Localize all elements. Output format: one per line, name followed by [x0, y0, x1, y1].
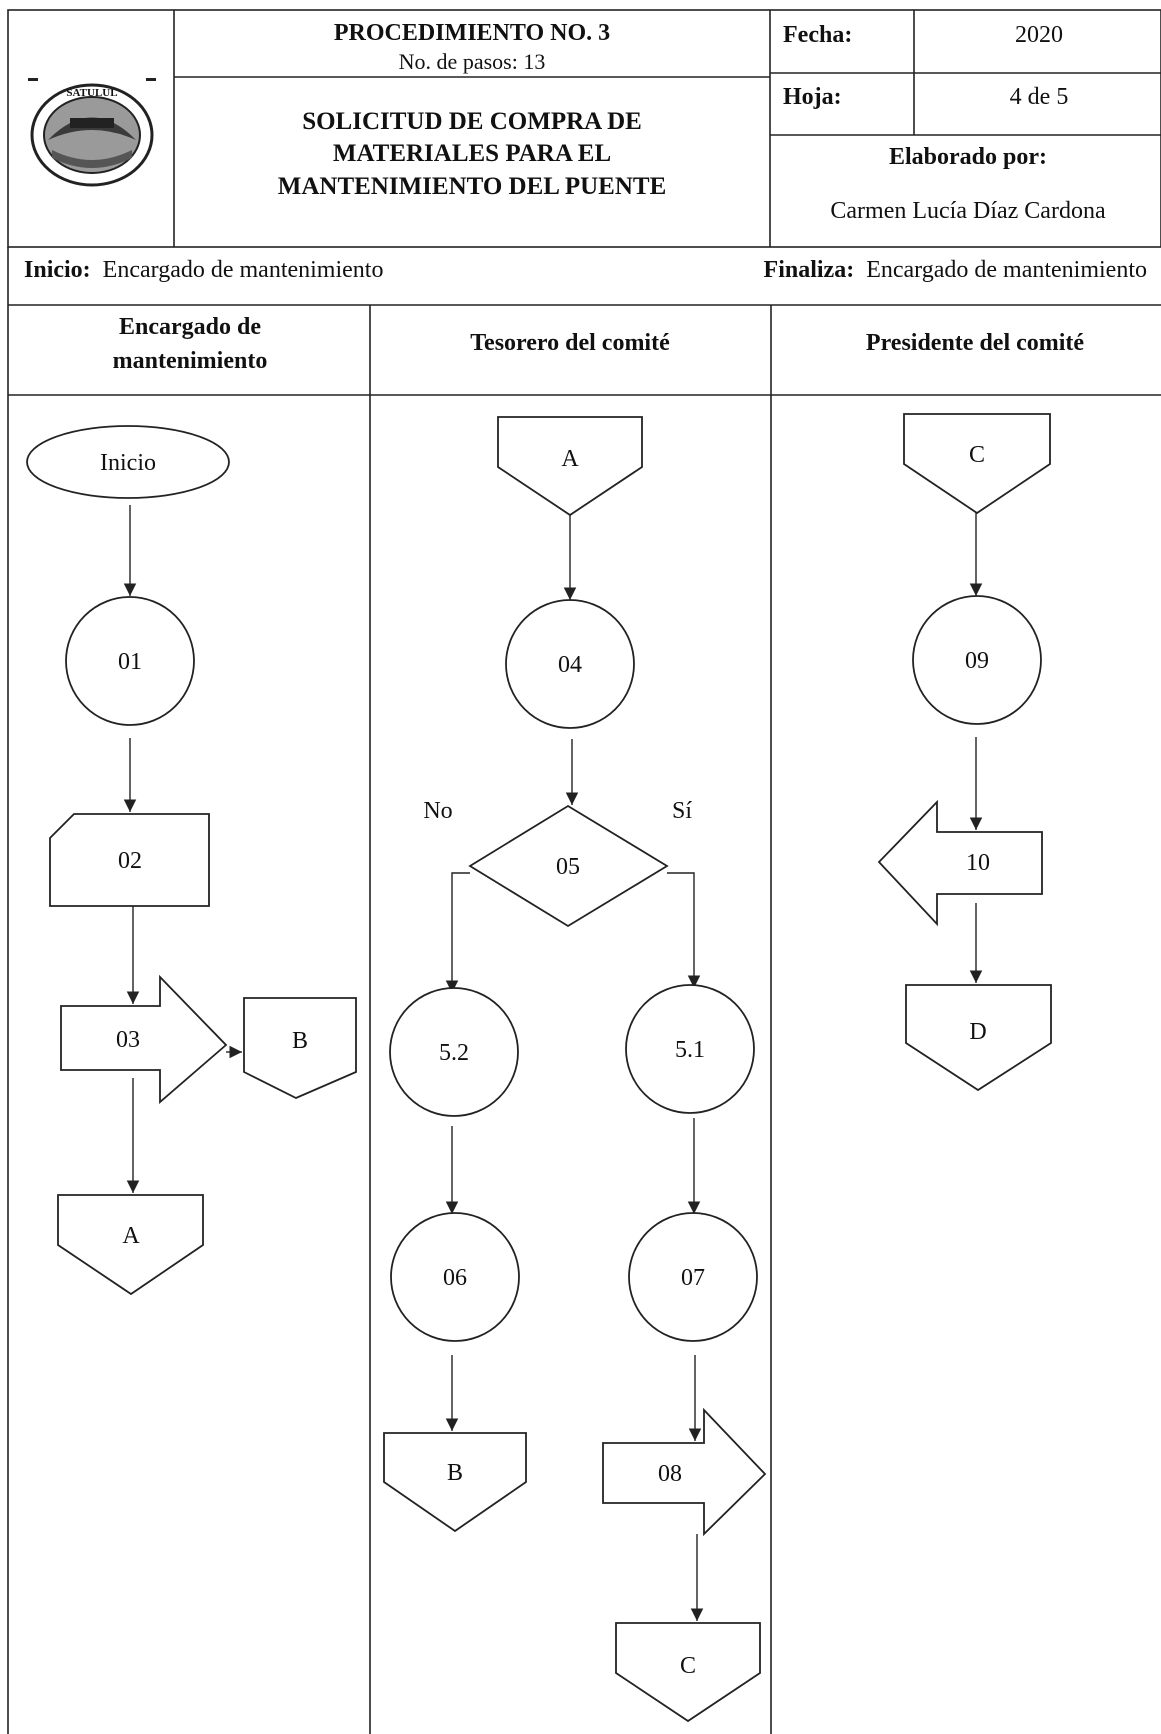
procedure-title: PROCEDIMIENTO NO. 3 — [334, 20, 610, 46]
step-06-label: 06 — [443, 1265, 467, 1291]
decision-05-label: 05 — [556, 854, 580, 880]
step-01-node — [65, 596, 195, 726]
decision-yes-label: Sí — [672, 798, 692, 824]
decision-05-diamond — [468, 804, 669, 928]
connector-b-outgoing-treasurer-label: B — [447, 1460, 463, 1486]
lane-title-treasurer: Tesorero del comité — [470, 330, 670, 356]
step-06-node — [390, 1212, 520, 1342]
connector-c-incoming-label: C — [969, 442, 985, 468]
step-09-node — [912, 595, 1042, 725]
scope-end-label: Finaliza: — [764, 257, 855, 283]
step-10-label: 10 — [966, 850, 990, 876]
header-table — [7, 9, 1161, 248]
step-03-label: 03 — [116, 1027, 140, 1053]
connector-c-outgoing — [615, 1622, 761, 1723]
scope-row — [7, 247, 1161, 306]
swimlane-grid — [7, 305, 1161, 1734]
step-07-label: 07 — [681, 1265, 705, 1291]
connector-c-outgoing-label: C — [680, 1653, 696, 1679]
lane-treasurer: A 04 05 No Sí 5.2 5.1 06 07 B 08 C — [383, 416, 767, 1723]
connector-a-outgoing — [57, 1194, 204, 1296]
start-terminal-label: Inicio — [100, 450, 156, 476]
step-5-1-node — [625, 984, 755, 1114]
connector-a-outgoing-label: A — [122, 1223, 140, 1249]
step-10-transfer-arrow — [877, 799, 1043, 927]
connector-d-outgoing — [905, 984, 1052, 1092]
procedure-subject-line3: MANTENIMIENTO DEL PUENTE — [278, 173, 667, 200]
decision-no-label: No — [423, 798, 452, 824]
logo-text: SATULUL — [66, 87, 117, 99]
lane-maintenance: Inicio 01 02 03 B A — [26, 425, 357, 1296]
scope-start-value: Encargado de mantenimiento — [103, 257, 384, 283]
date-label: Fecha: — [783, 22, 852, 48]
organization-logo: SATULUL — [28, 78, 156, 187]
connector-a-incoming-label: A — [561, 446, 579, 472]
step-03-transfer-arrow — [60, 974, 228, 1104]
lane-president: C 09 10 D — [877, 413, 1052, 1092]
connector-b-outgoing-label: B — [292, 1028, 308, 1054]
step-02-document-shape — [49, 813, 210, 907]
lane-title-maintenance-line2: mantenimiento — [113, 348, 268, 374]
connector-c-incoming — [903, 413, 1051, 515]
step-02-label: 02 — [118, 848, 142, 874]
step-08-transfer-arrow — [602, 1407, 767, 1537]
step-01-label: 01 — [118, 649, 142, 675]
step-5-2-label: 5.2 — [439, 1040, 469, 1066]
author-label: Elaborado por: — [889, 144, 1047, 170]
step-09-label: 09 — [965, 648, 989, 674]
connector-b-outgoing-treasurer — [383, 1432, 527, 1533]
scope-end: Finaliza: Encargado de mantenimiento — [764, 257, 1147, 283]
procedure-subject-line2: MATERIALES PARA EL — [333, 140, 611, 167]
start-terminal — [26, 425, 230, 499]
scope-start: Inicio: Encargado de mantenimiento — [24, 257, 383, 283]
scope-end-value: Encargado de mantenimiento — [866, 257, 1147, 283]
procedure-subject-line1: SOLICITUD DE COMPRA DE — [302, 108, 642, 135]
sheet-label: Hoja: — [783, 84, 842, 110]
step-07-node — [628, 1212, 758, 1342]
author-name: Carmen Lucía Díaz Cardona — [830, 198, 1106, 224]
step-04-node — [505, 599, 635, 729]
connector-a-incoming — [497, 416, 643, 517]
scope-start-label: Inicio: — [24, 257, 91, 283]
lane-title-president: Presidente del comité — [866, 330, 1085, 356]
step-08-label: 08 — [658, 1461, 682, 1487]
step-5-2-node — [389, 987, 519, 1117]
step-5-1-label: 5.1 — [675, 1037, 705, 1063]
date-value: 2020 — [1015, 22, 1063, 48]
lane-title-maintenance-line1: Encargado de — [119, 314, 261, 340]
connector-b-outgoing — [243, 997, 357, 1099]
steps-count: No. de pasos: 13 — [399, 49, 546, 74]
connector-d-outgoing-label: D — [969, 1019, 986, 1045]
step-04-label: 04 — [558, 652, 582, 678]
sheet-value: 4 de 5 — [1010, 84, 1069, 110]
